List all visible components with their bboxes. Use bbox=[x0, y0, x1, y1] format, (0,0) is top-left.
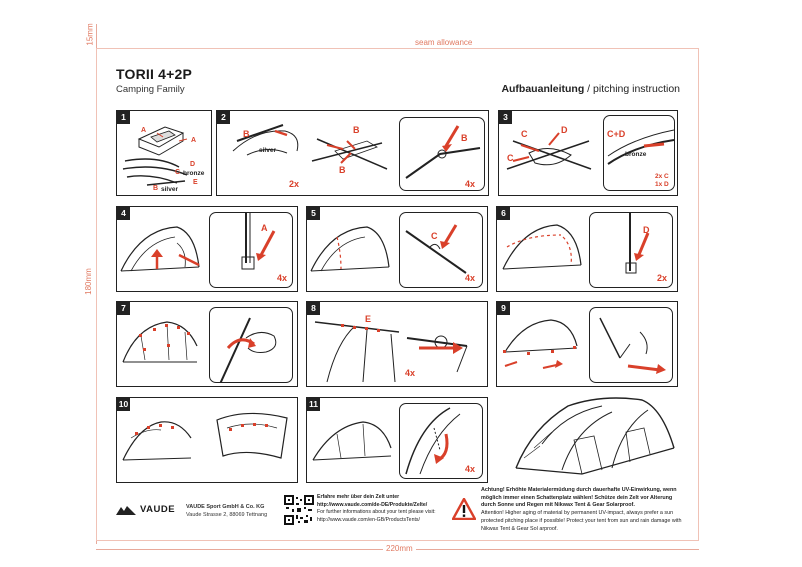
step-number: 11 bbox=[307, 398, 320, 411]
top-margin-label: 15mm bbox=[86, 20, 95, 48]
count-1x-d: 1x D bbox=[655, 181, 669, 188]
label-bronze: bronze bbox=[625, 151, 646, 158]
vaude-logo: VAUDE bbox=[116, 504, 175, 515]
qr-info: Erfahre mehr über dein Zelt unter http:/… bbox=[317, 494, 457, 524]
label-c: C bbox=[431, 231, 438, 241]
label-a: A bbox=[261, 223, 268, 233]
label-a-2: A bbox=[191, 137, 196, 144]
uv-warning: Achtung! Erhöhte Materialermüdung durch … bbox=[481, 487, 686, 533]
qr-en-label: For further informations about your tent… bbox=[317, 509, 436, 515]
step-6-panel: 6 D 2x bbox=[496, 206, 678, 292]
stake-illustration bbox=[590, 308, 673, 383]
step-10-panel: 10 bbox=[116, 397, 298, 483]
label-b-3: B bbox=[339, 165, 346, 175]
count-4x: 4x bbox=[465, 179, 475, 189]
step-2-panel: 2 B silver B B B 2x 4x bbox=[216, 110, 489, 196]
label-d: D bbox=[190, 161, 195, 168]
label-c-2: C bbox=[507, 153, 514, 163]
step-number: 6 bbox=[497, 207, 510, 220]
qr-de-label: Erfahre mehr über dein Zelt unter bbox=[317, 494, 399, 500]
width-label: 220mm bbox=[383, 544, 416, 553]
step-number: 2 bbox=[217, 111, 230, 124]
company-name: VAUDE Sport GmbH & Co. KG bbox=[186, 504, 264, 510]
count-2x: 2x bbox=[289, 179, 299, 189]
step-4-panel: 4 A 4x bbox=[116, 206, 298, 292]
stake-inset bbox=[589, 307, 673, 383]
count-4x: 4x bbox=[465, 464, 475, 474]
instruction-heading: Aufbauanleitung / pitching instruction bbox=[501, 83, 680, 95]
step-number: 7 bbox=[117, 302, 130, 315]
qr-en-url[interactable]: http://www.vaude.com/en-GB/ProductsTents… bbox=[317, 517, 420, 523]
label-c: C bbox=[175, 169, 180, 176]
step-5-panel: 5 C 4x bbox=[306, 206, 488, 292]
brand-name: VAUDE bbox=[140, 504, 175, 515]
instruction-de: Aufbauanleitung bbox=[501, 83, 584, 95]
label-e: E bbox=[365, 314, 371, 324]
count-2x-c: 2x C bbox=[655, 173, 669, 180]
label-b-2: B bbox=[353, 125, 360, 135]
step-number: 4 bbox=[117, 207, 130, 220]
warning-de: Achtung! Erhöhte Materialermüdung durch … bbox=[481, 487, 677, 508]
label-c-plus-d: C+D bbox=[607, 129, 625, 139]
label-e: E bbox=[193, 179, 198, 186]
height-label: 180mm bbox=[84, 265, 93, 298]
step-1-panel: 1 A A D C bronze E B silver bbox=[116, 110, 212, 196]
label-silver: silver bbox=[259, 147, 276, 154]
tension-pole-illustration bbox=[307, 302, 488, 387]
label-b: B bbox=[153, 185, 158, 192]
label-a-1: A bbox=[141, 127, 146, 134]
product-subtitle: Camping Family bbox=[116, 84, 185, 95]
qr-code-icon bbox=[284, 495, 314, 525]
seam-allowance-label: seam allowance bbox=[412, 38, 475, 47]
label-b-1: B bbox=[243, 129, 250, 139]
label-silver: silver bbox=[161, 186, 178, 193]
step-11-panel: 11 4x bbox=[306, 397, 488, 483]
label-b-4: B bbox=[461, 133, 468, 143]
label-d: D bbox=[561, 125, 568, 135]
vaude-mountain-icon bbox=[116, 505, 136, 515]
product-title: TORII 4+2P bbox=[116, 66, 192, 82]
label-bronze: bronze bbox=[183, 170, 204, 177]
warning-en: Attention! Higher aging of material by p… bbox=[481, 510, 681, 531]
step-9-panel: 9 bbox=[496, 301, 678, 387]
step-7-panel: 7 bbox=[116, 301, 298, 387]
hand-clip-inset bbox=[209, 307, 293, 383]
step-number: 10 bbox=[117, 398, 130, 411]
step-3-panel: 3 C D C C+D bronze 2x C 1x D bbox=[498, 110, 678, 196]
step-8-panel: 8 E 4x bbox=[306, 301, 488, 387]
company-address: Vaude Strasse 2, 88069 Tettnang bbox=[186, 512, 267, 518]
step-number: 9 bbox=[497, 302, 510, 315]
count-4x: 4x bbox=[277, 273, 287, 283]
count-2x: 2x bbox=[657, 273, 667, 283]
step-number: 1 bbox=[117, 111, 130, 124]
instruction-separator: / bbox=[584, 83, 593, 95]
label-c-1: C bbox=[521, 129, 528, 139]
count-4x: 4x bbox=[405, 368, 415, 378]
qr-de-url[interactable]: http://www.vaude.com/de-DE/Produkte/Zelt… bbox=[317, 502, 427, 508]
warning-icon bbox=[452, 498, 476, 520]
count-4x: 4x bbox=[465, 273, 475, 283]
flysheet-illustration bbox=[117, 398, 298, 483]
finished-tent-illustration bbox=[512, 388, 682, 480]
step-number: 5 bbox=[307, 207, 320, 220]
label-d: D bbox=[643, 225, 650, 235]
hand-clip-illustration bbox=[210, 308, 293, 383]
instruction-en: pitching instruction bbox=[593, 83, 680, 95]
step-number: 3 bbox=[499, 111, 512, 124]
step-number: 8 bbox=[307, 302, 320, 315]
company-info: VAUDE Sport GmbH & Co. KG Vaude Strasse … bbox=[186, 503, 267, 519]
